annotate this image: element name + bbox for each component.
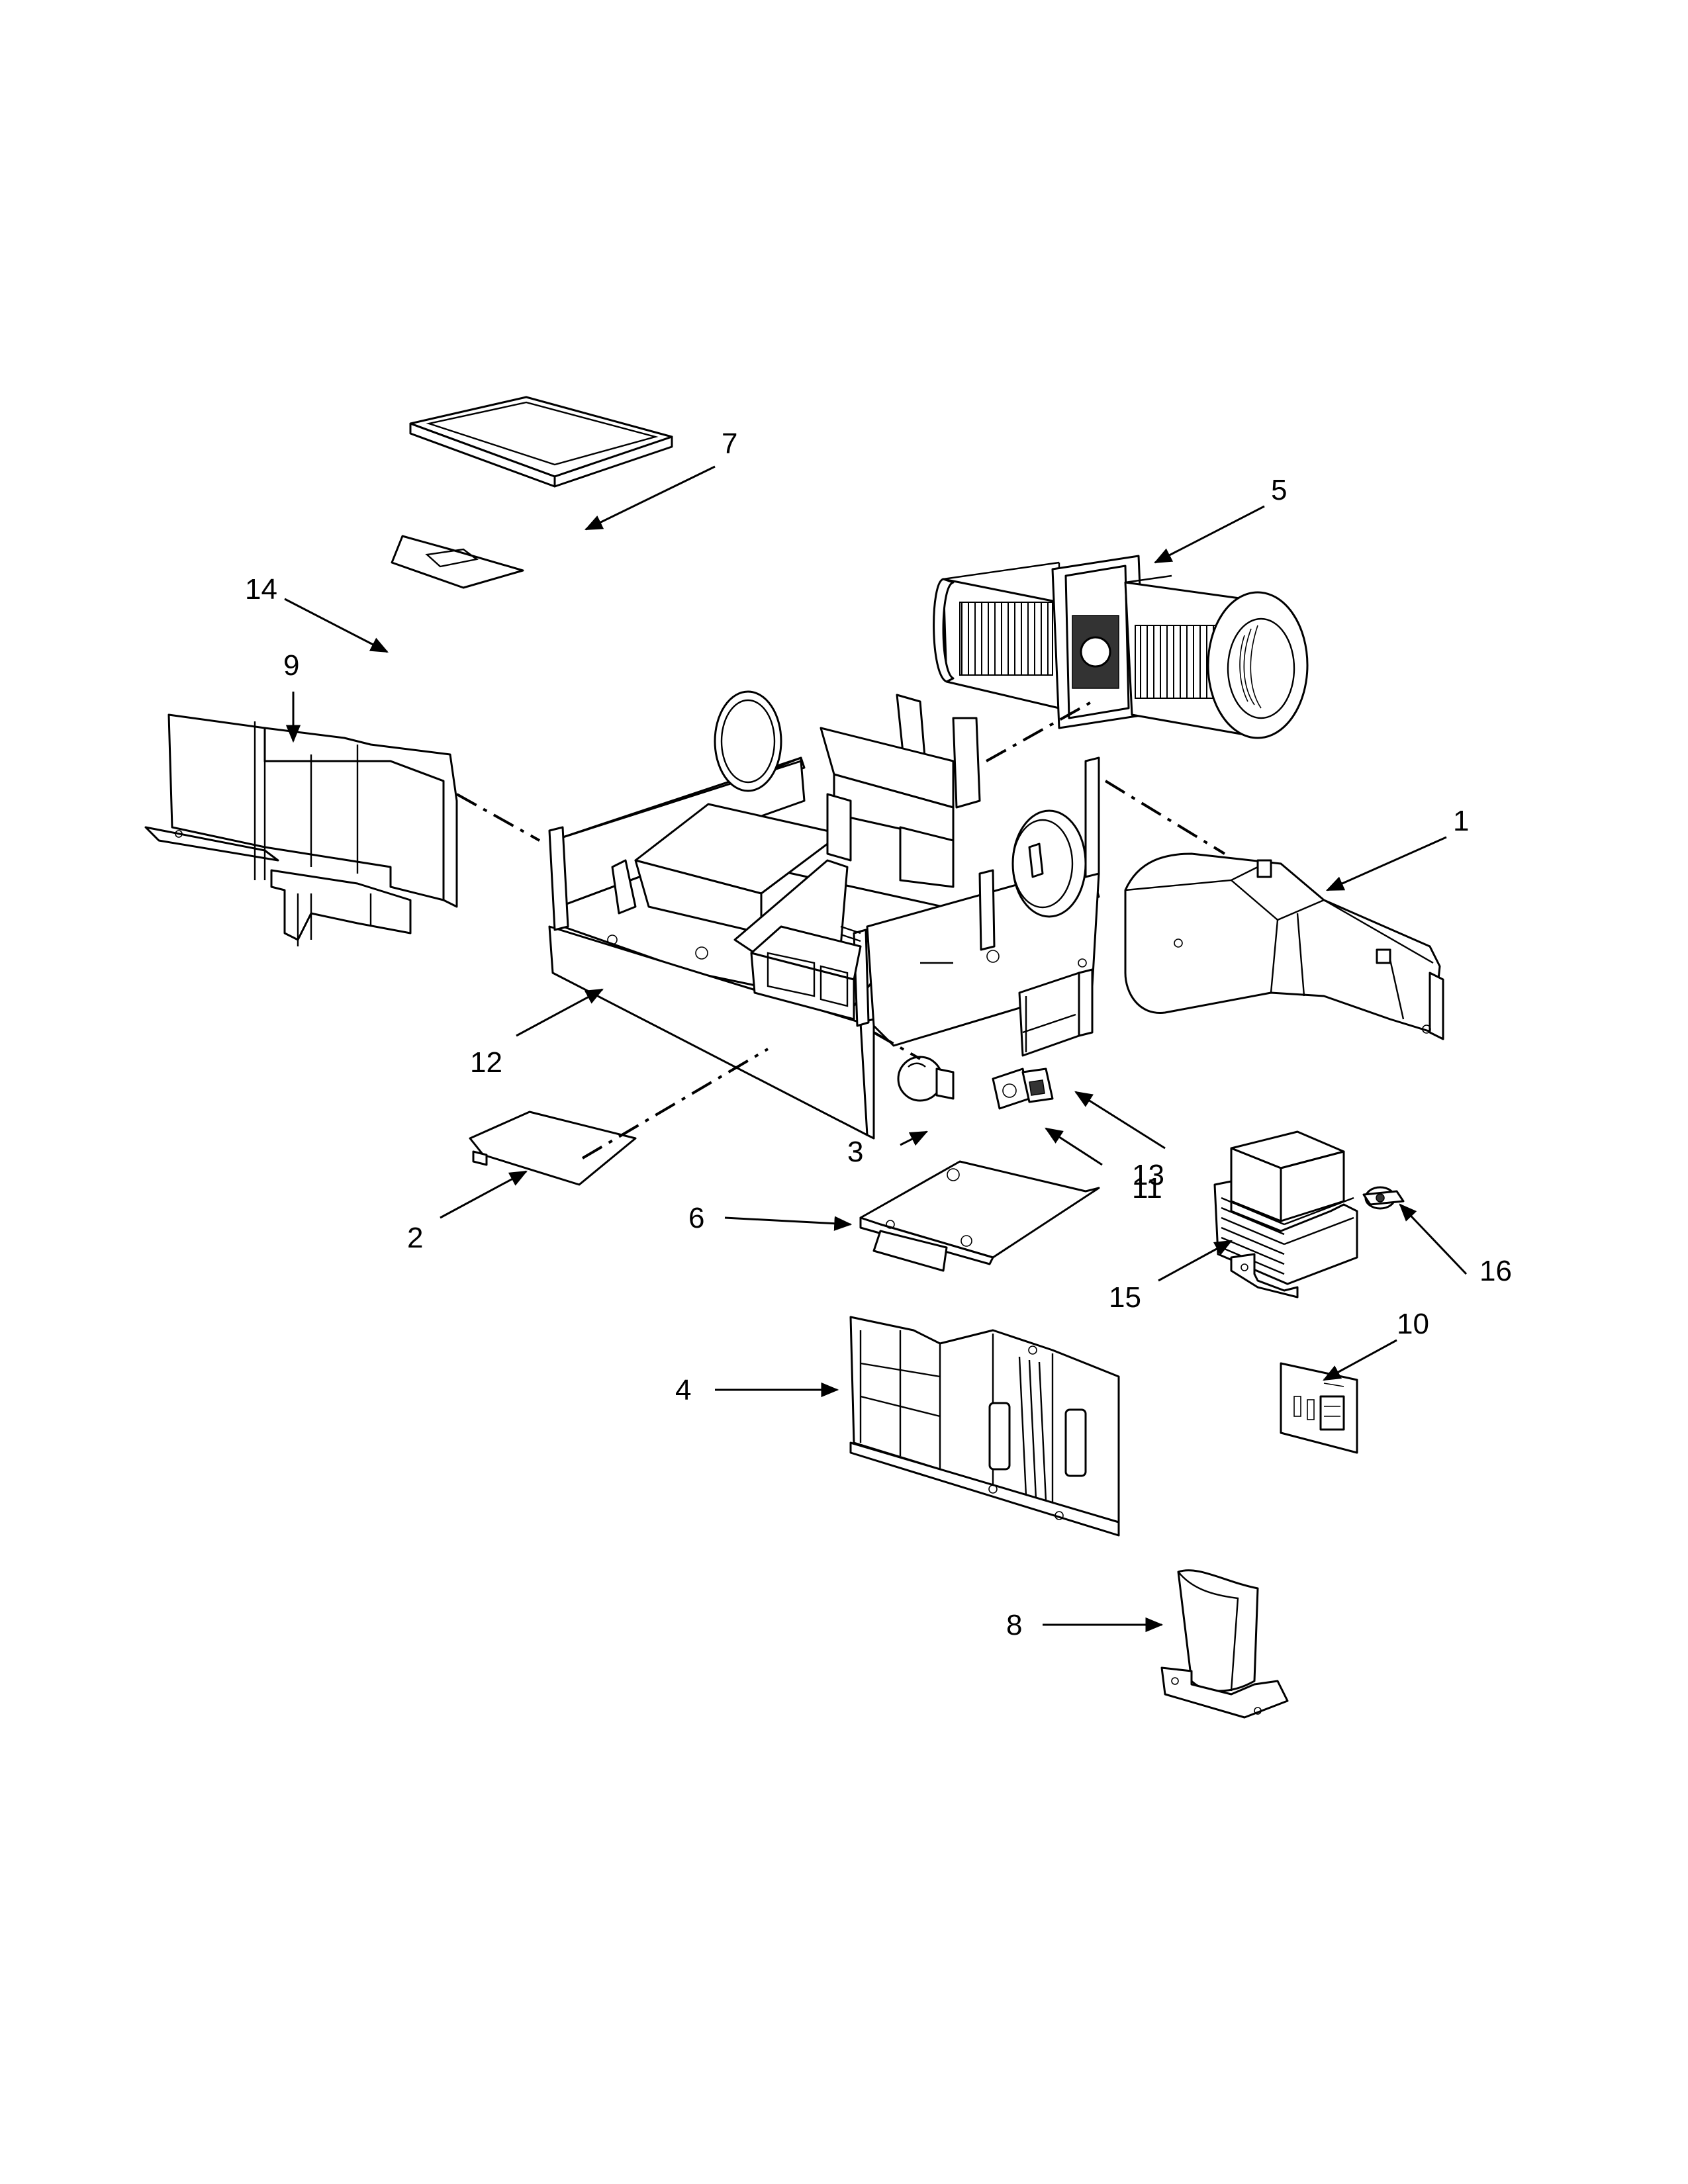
- part-11-lamp-socket[interactable]: [992, 1068, 1054, 1110]
- part-6-mounting-plate[interactable]: [859, 1160, 1100, 1272]
- callout-7[interactable]: 7: [722, 428, 737, 460]
- part-3-light-bulb[interactable]: [897, 1056, 955, 1102]
- part-9-left-duct[interactable]: [144, 713, 458, 946]
- alignment-lines: [456, 700, 1226, 1160]
- callout-11[interactable]: 11: [1132, 1172, 1162, 1205]
- callout-3[interactable]: 3: [847, 1136, 863, 1168]
- callout-8[interactable]: 8: [1006, 1609, 1022, 1641]
- callout-13[interactable]: 13: [1132, 1159, 1164, 1191]
- callout-4[interactable]: 4: [675, 1374, 691, 1406]
- part-16-thermostat[interactable]: [1362, 1186, 1405, 1210]
- leader-arrows: [284, 465, 1468, 1633]
- part-15-transformer[interactable]: [1213, 1130, 1358, 1298]
- callout-10[interactable]: 10: [1397, 1308, 1429, 1340]
- callout-15[interactable]: 15: [1109, 1281, 1141, 1314]
- callout-5[interactable]: 5: [1271, 474, 1287, 506]
- callout-2[interactable]: 2: [407, 1222, 423, 1254]
- part-10-control-label[interactable]: [1280, 1362, 1358, 1454]
- callout-12[interactable]: 12: [470, 1046, 502, 1079]
- part-7-filter-frame[interactable]: [409, 396, 673, 488]
- part-14-plate[interactable]: [391, 535, 524, 589]
- callout-labels: 7 5 14 9 1 12 13 3 11 2 6 15 16 10 4 8: [245, 428, 1512, 1641]
- part-4-air-guide-panel[interactable]: [849, 1316, 1120, 1537]
- callout-9[interactable]: 9: [283, 649, 299, 682]
- callout-1[interactable]: 1: [1453, 805, 1469, 837]
- callout-14[interactable]: 14: [245, 573, 277, 606]
- part-12-base-chassis[interactable]: [548, 690, 1100, 1140]
- part-8-duct-connector[interactable]: [1160, 1569, 1289, 1719]
- part-1-air-guide[interactable]: [1124, 852, 1444, 1040]
- part-2-cover-plate[interactable]: [469, 1111, 637, 1186]
- callout-6[interactable]: 6: [688, 1202, 704, 1234]
- part-5-blower-motor[interactable]: [933, 555, 1309, 739]
- callout-16[interactable]: 16: [1479, 1255, 1512, 1287]
- part-13-bracket[interactable]: [1018, 958, 1094, 1057]
